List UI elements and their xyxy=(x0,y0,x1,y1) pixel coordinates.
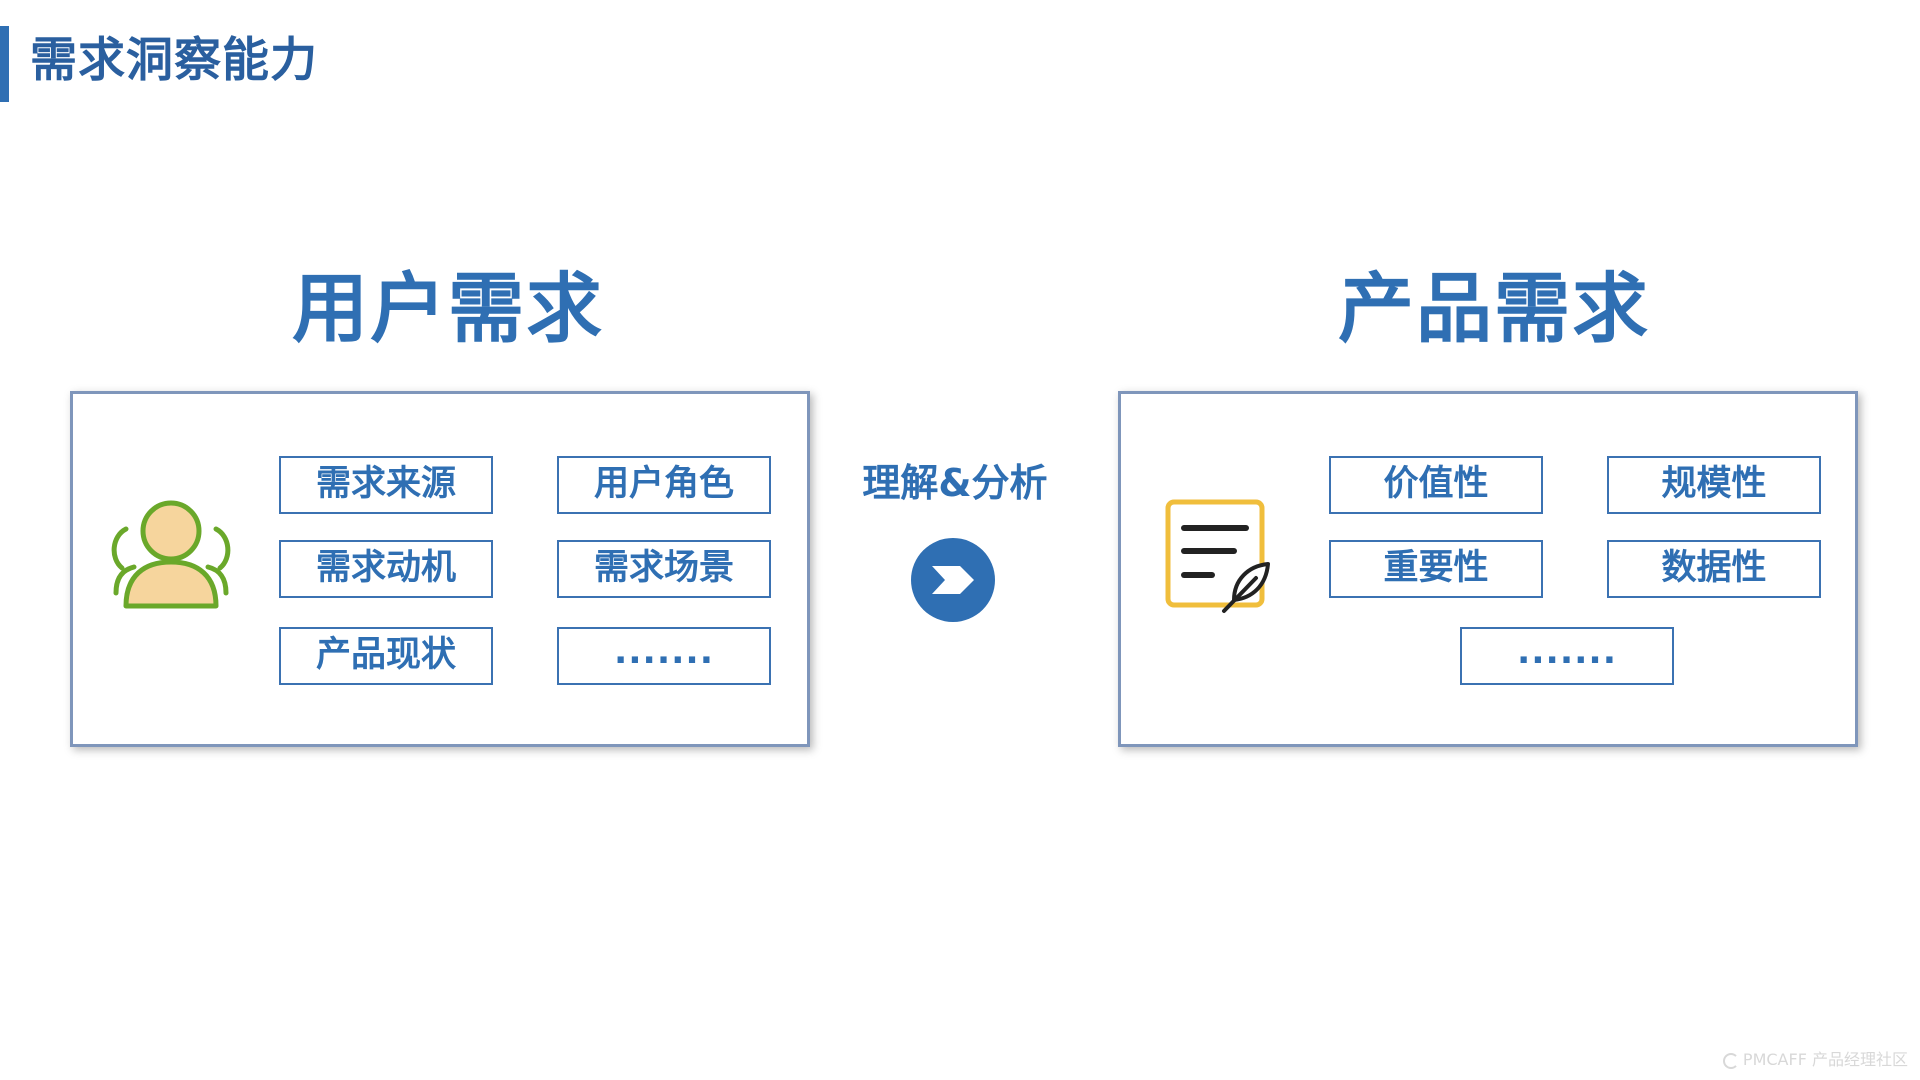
watermark-text: PMCAFF 产品经理社区 xyxy=(1742,1050,1908,1069)
tag-importance: 重要性 xyxy=(1329,540,1543,598)
tag-value: 价值性 xyxy=(1329,456,1543,514)
document-edit-icon xyxy=(1165,499,1270,613)
tag-more-left: ....... xyxy=(557,627,771,685)
user-needs-heading: 用户需求 xyxy=(292,264,604,353)
tag-scale: 规模性 xyxy=(1607,456,1821,514)
tag-demand-scenario: 需求场景 xyxy=(557,540,771,598)
pmcaff-logo-icon xyxy=(1722,1052,1739,1069)
tag-more-right: ....... xyxy=(1460,627,1674,685)
tag-user-role: 用户角色 xyxy=(557,456,771,514)
tag-demand-motive: 需求动机 xyxy=(279,540,493,598)
users-icon xyxy=(111,500,231,609)
tag-data: 数据性 xyxy=(1607,540,1821,598)
watermark: PMCAFF 产品经理社区 xyxy=(1722,1050,1908,1070)
tag-demand-source: 需求来源 xyxy=(279,456,493,514)
page-title: 需求洞察能力 xyxy=(30,33,318,88)
understand-analyze-label: 理解&分析 xyxy=(862,461,1048,505)
product-needs-heading: 产品需求 xyxy=(1338,264,1650,353)
chevron-right-circle-icon xyxy=(911,538,995,622)
title-accent-bar xyxy=(0,26,9,102)
tag-product-status: 产品现状 xyxy=(279,627,493,685)
